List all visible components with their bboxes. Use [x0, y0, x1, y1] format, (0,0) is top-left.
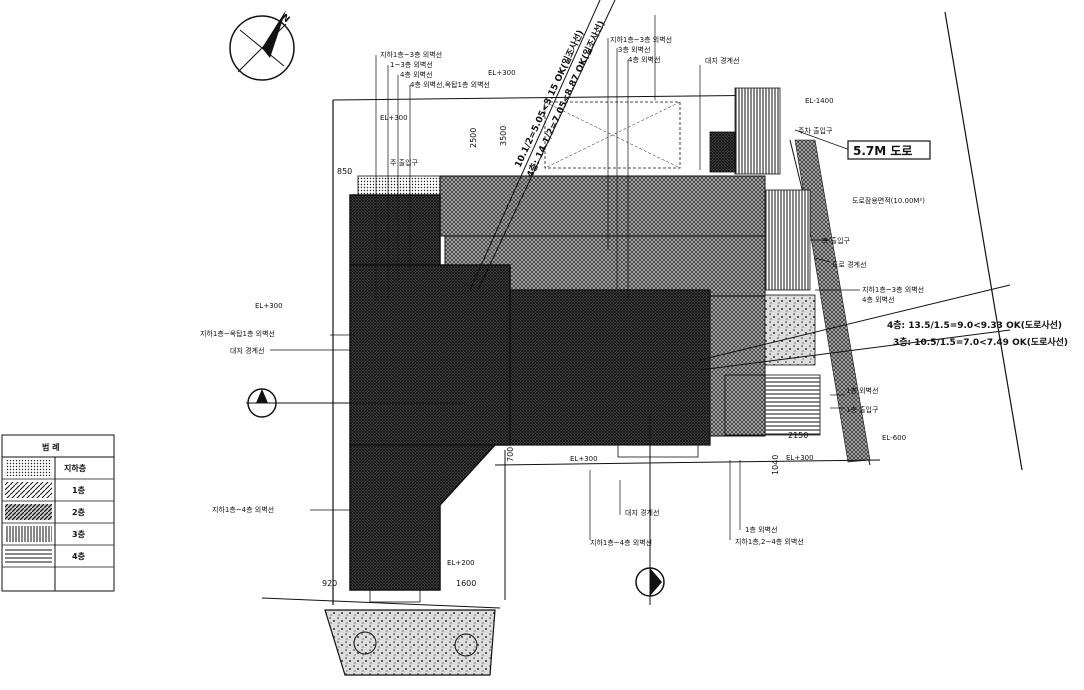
floor-4-main: [509, 289, 711, 446]
level-2: EL+300: [488, 69, 516, 77]
label-main-entrance: 주 출입구: [390, 158, 419, 167]
label-parking-entrance: 주차 출입구: [798, 126, 833, 135]
section-marker-left: [246, 388, 465, 418]
legend-swatch-floor2: [5, 504, 52, 520]
level-6: EL-600: [882, 434, 906, 442]
dim-3500: 3500: [499, 126, 508, 146]
label-b2: 3층 외벽선: [618, 45, 650, 54]
road-label-box: [847, 140, 931, 160]
legend-title: 범 례: [42, 442, 60, 452]
dim-1600: 1600: [456, 579, 476, 588]
label-f1: 1층 외벽선: [745, 525, 777, 534]
dim-2150: 2150: [788, 431, 808, 440]
label-d1: 지하1층~3층 외벽선: [862, 285, 924, 294]
floor-3-right: [709, 295, 766, 437]
north-arrow: N: [229, 10, 295, 81]
dim-1040: 1040: [771, 455, 780, 475]
tree-symbol-2: [454, 633, 478, 657]
label-boundary-bottom: 대지 경계선: [625, 508, 659, 517]
label-c2: 지하1층~4층 외벽선: [212, 505, 274, 514]
boundary-line-right: [944, 11, 1023, 471]
legend-row-2: 2층: [72, 507, 86, 517]
label-a3: 4층 외벽선: [400, 70, 432, 79]
level-1: EL+300: [380, 114, 408, 122]
legend-swatch-floor3: [5, 526, 52, 542]
label-road-boundary: 도로 경계선: [832, 260, 866, 269]
entrance-strip: [357, 175, 444, 197]
legend-swatch-basement: [5, 460, 52, 476]
level-5: EL-1400: [805, 97, 834, 105]
legend-row-0: 지하층: [64, 463, 87, 473]
label-g1: 지하1층~4층 외벽선: [590, 538, 652, 547]
parking-area: [734, 87, 781, 175]
right-hatch-b: [764, 374, 821, 436]
label-secondary-entrance: 1층 출입구: [846, 405, 879, 414]
label-c1: 지하1층~옥탑1층 외벽선: [200, 329, 275, 338]
calc-right-b: 3층: 10.5/1.5=7.0<7.49 OK(도로사선): [893, 336, 1068, 348]
legend-row-1: 1층: [72, 485, 86, 495]
label-a2: 1~3층 외벽선: [390, 60, 433, 69]
right-gravel: [764, 294, 816, 366]
legend-swatch-floor4: [5, 548, 52, 564]
dim-920: 920: [322, 579, 337, 588]
legend-swatch-floor1: [5, 482, 52, 498]
tree-symbol-1: [353, 631, 377, 655]
label-a1: 지하1층~3층 외벽선: [380, 50, 442, 59]
label-b3: 4층 외벽선: [628, 55, 660, 64]
calc-top-b: 4층: 14.1/2=7.05<8.87 OK(일조사선): [524, 19, 607, 180]
dim-2500: 2500: [469, 128, 478, 148]
site-boundary-bottom: [494, 459, 881, 466]
label-d2: 4층 외벽선: [862, 295, 894, 304]
level-8: EL+300: [786, 454, 814, 462]
floor-lower-wing: [349, 444, 497, 591]
dim-700: 700: [506, 447, 515, 462]
floor-4-left: [349, 194, 441, 266]
dim-850: 850: [337, 167, 352, 176]
label-side-entrance: 측 출입구: [822, 236, 851, 245]
right-hatch-a: [764, 189, 811, 291]
level-3: EL+300: [255, 302, 283, 310]
label-b1: 지하1층~3층 외벽선: [610, 35, 672, 44]
label-f2: 지하1층,2~4층 외벽선: [735, 537, 804, 546]
level-7: EL+300: [570, 455, 598, 463]
legend-row-3: 3층: [72, 529, 86, 539]
legend: 범 례 지하층 1층 2층 3층 4층: [1, 434, 115, 592]
section-marker-bottom: [635, 415, 665, 605]
floor-4-core: [349, 264, 511, 446]
right-room: [724, 374, 766, 436]
legend-row-4: 4층: [72, 551, 86, 561]
rooftop-area: [544, 101, 681, 169]
bottom-planter: [324, 609, 496, 676]
label-e1: 1층 외벽선: [846, 386, 878, 395]
label-boundary-left: 대지 경계선: [230, 346, 264, 355]
stair-core: [709, 131, 736, 173]
label-boundary-top: 대지 경계선: [705, 56, 739, 65]
label-a4: 4층 외벽선,옥탑1층 외벽선: [410, 80, 490, 89]
label-road-area: 도로잠용면적(10.00M²): [852, 196, 925, 205]
calc-right-a: 4층: 13.5/1.5=9.0<9.33 OK(도로사선): [887, 319, 1062, 331]
road-label: 5.7M 도로: [853, 144, 912, 158]
level-4: EL+200: [447, 559, 475, 567]
floor-3-upper: [439, 175, 766, 237]
